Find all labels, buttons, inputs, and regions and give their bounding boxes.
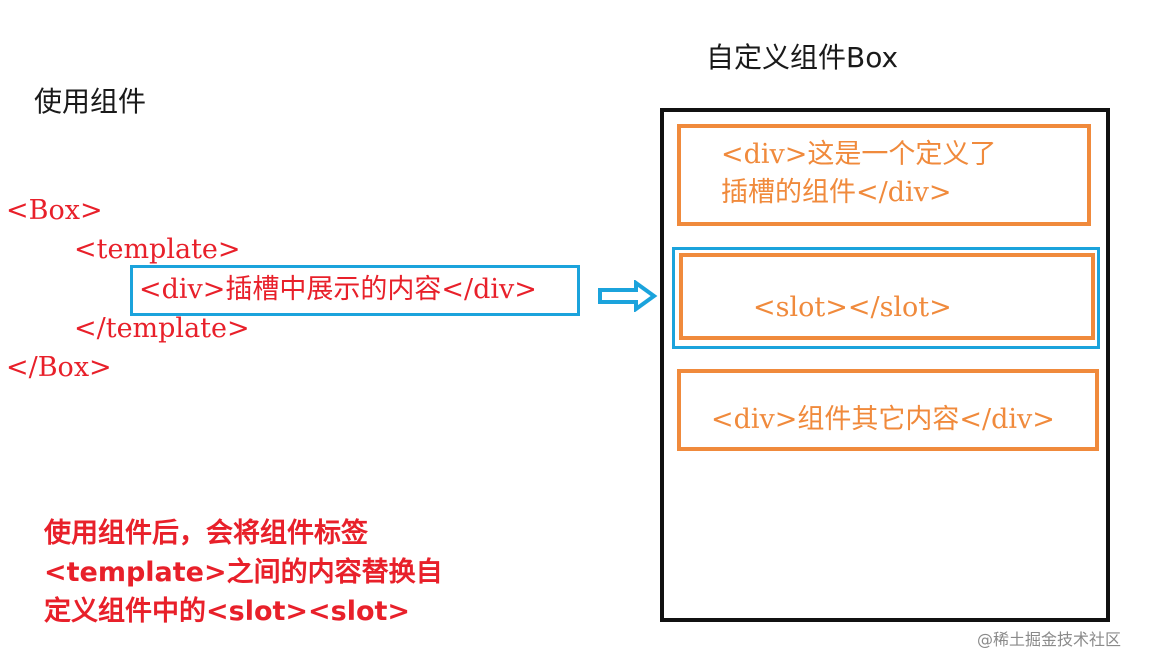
note-line-2: <template>之间的内容替换自 — [44, 557, 443, 588]
block-1-line-2: 插槽的组件</div> — [721, 177, 952, 208]
note-line-1: 使用组件后，会将组件标签 — [44, 518, 368, 549]
component-block-2 — [677, 369, 1099, 451]
watermark: @稀土掘金技术社区 — [977, 630, 1122, 649]
code-slot-content: <div>插槽中展示的内容</div> — [139, 274, 537, 305]
component-block-2-text: <div>组件其它内容</div> — [711, 404, 1055, 435]
component-frame — [660, 108, 1110, 622]
note-line-3: 定义组件中的<slot><slot> — [44, 596, 411, 627]
component-block-1-text: <div>这是一个定义了 插槽的组件</div> — [721, 136, 996, 212]
slot-tag-text: <slot></slot> — [753, 292, 952, 323]
slot-block — [679, 253, 1095, 340]
usage-title: 使用组件 — [34, 85, 147, 118]
component-block-1 — [677, 124, 1091, 226]
arrow-right-outline-icon — [598, 280, 658, 312]
slot-content-highlight — [130, 265, 580, 316]
component-title: 自定义组件Box — [706, 41, 899, 74]
code-template-close: </template> — [74, 313, 250, 344]
code-box-close: </Box> — [6, 352, 112, 383]
explanation-note: 使用组件后，会将组件标签 <template>之间的内容替换自 定义组件中的<s… — [44, 514, 443, 631]
code-template-open: <template> — [74, 234, 241, 265]
code-box-open: <Box> — [6, 195, 103, 226]
slot-highlight — [672, 247, 1100, 349]
block-1-line-1: <div>这是一个定义了 — [721, 139, 997, 170]
